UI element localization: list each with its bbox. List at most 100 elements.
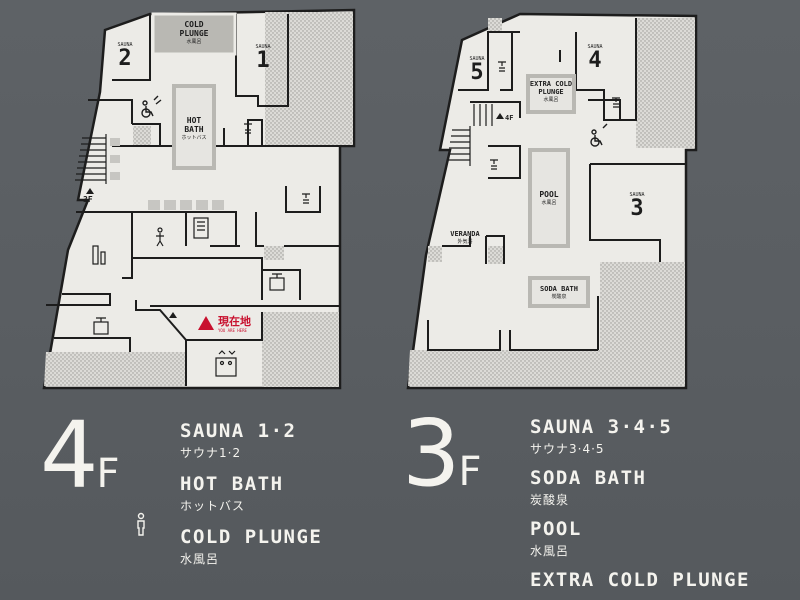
legend-4f-floor-label: 4F [40, 410, 120, 502]
map-3f-sauna3-label: SAUNA 3 [626, 192, 648, 220]
map-4f-stairs-arrow [86, 188, 94, 194]
map-4f-amenity-icon [92, 245, 106, 265]
map-3f-extra-cold-title-1: EXTRA COLD [529, 80, 573, 88]
you-are-here-jp: 現在地 [218, 315, 251, 328]
map-4f-hot-bath-title-2: BATH [184, 125, 204, 134]
map-3f-veranda-label: VERANDA 外気浴 [440, 230, 490, 246]
map-4f-vending-icon [193, 217, 209, 239]
map-3f-pool-label: POOL 水風呂 [532, 190, 566, 208]
legend-3f-item: SODA BATH 炭酸泉 [530, 467, 750, 508]
map-4f-hot-bath-jp: ホットバス [181, 135, 207, 141]
map-3f-extra-cold-title-2: PLUNGE [538, 88, 564, 96]
map-3f-hatch-mid [488, 246, 504, 264]
map-4f-sauna2-caption: SAUNA [117, 42, 133, 48]
map-4f-path-arrow [169, 312, 177, 318]
map-3f [406, 12, 698, 390]
map-3f-soda-bath-jp: 炭酸泉 [551, 294, 567, 300]
map-3f-extra-cold-label: EXTRA COLD PLUNGE 水風呂 [520, 80, 582, 104]
map-3f-stairs-arrow [496, 113, 504, 119]
map-4f-accessible-icon [141, 95, 162, 118]
map-4f-cold-plunge-title-2: PLUNGE [179, 29, 209, 38]
you-are-here-en: YOU ARE HERE [218, 328, 247, 333]
legend-3f-item-jp: サウナ3·4·5 [530, 442, 605, 456]
map-4f-cold-plunge [151, 12, 237, 56]
you-are-here-label: 現在地 YOU ARE HERE [218, 316, 251, 334]
legend-3f-floor-number: 3 [402, 400, 461, 507]
legend-3f-item-jp: 水風呂 [530, 544, 570, 558]
map-4f-sauna1-caption: SAUNA [255, 44, 271, 50]
legend-4f-item-jp: サウナ1·2 [180, 446, 242, 460]
map-3f-sauna4-number: 4 [588, 48, 602, 73]
map-4f-cold-plunge-label: COLD PLUNGE 水風呂 [160, 20, 228, 47]
map-3f-accessible-icon [590, 123, 608, 147]
map-4f-washbasin-icon [93, 273, 285, 335]
map-4f-hot-bath-title-1: HOT [186, 116, 202, 125]
legend-3f-item-en: SAUNA 3·4·5 [530, 416, 673, 438]
legend-3f-item-jp: 炭酸泉 [530, 493, 570, 507]
legend-4f-list: SAUNA 1·2 サウナ1·2 HOT BATH ホットバス COLD PLU… [180, 420, 322, 567]
legend-4f-item-jp: ホットバス [180, 499, 246, 513]
map-4f [42, 8, 356, 390]
map-3f-soda-bath-title: SODA BATH [540, 285, 578, 293]
map-4f-hatch-bottomright [262, 312, 339, 387]
map-4f-hatch-topright [265, 12, 353, 145]
legend-4f-item-en: COLD PLUNGE [180, 526, 323, 548]
legend-4f-person-icon [134, 512, 148, 536]
map-4f-elevator-icon [215, 350, 237, 377]
map-3f-veranda-title: VERANDA [450, 230, 480, 238]
map-4f-walls [46, 14, 340, 386]
legend-3f-item-en: POOL [530, 518, 582, 540]
map-4f-cold-plunge-title-1: COLD [184, 20, 204, 29]
legend-4f-item-en: SAUNA 1·2 [180, 420, 297, 442]
legend-4f-item-en: HOT BATH [180, 473, 284, 495]
you-are-here-icon [198, 316, 214, 330]
legend-4f-item: SAUNA 1·2 サウナ1·2 [180, 420, 322, 461]
map-4f-hatch-small [133, 126, 151, 146]
legend-3f-item: SAUNA 3·4·5 サウナ3·4·5 [530, 416, 750, 457]
map-4f-hot-bath-label: HOT BATH ホットバス [176, 116, 212, 143]
map-4f-hatch-bottomleft [44, 352, 186, 386]
map-3f-hatch-topright [636, 18, 695, 148]
map-3f-sauna3-caption: SAUNA [629, 192, 645, 198]
legend-3f-item: POOL 水風呂 [530, 518, 750, 559]
map-4f-hatch-door [264, 246, 284, 260]
map-3f-hatch-corner [488, 18, 502, 32]
map-4f-benches [110, 138, 224, 210]
legend-3f-item-en: EXTRA COLD PLUNGE [530, 569, 750, 591]
legend-4f-item: HOT BATH ホットバス [180, 473, 322, 514]
legend-4f-floor-suffix: F [96, 451, 120, 497]
map-3f-veranda-jp: 外気浴 [457, 239, 473, 245]
map-4f-cold-plunge-jp: 水風呂 [186, 39, 202, 45]
legend-4f-item-jp: 水風呂 [180, 552, 220, 566]
map-3f-shower-icon [490, 61, 620, 170]
map-3f-sauna5-caption: SAUNA [469, 56, 485, 62]
map-3f-walls [427, 18, 686, 351]
map-3f-hatch-left [428, 246, 442, 262]
map-3f-stairs-label: 4F [505, 114, 514, 122]
map-4f-stairs-label: 3F [83, 195, 93, 204]
legend-3f-list: SAUNA 3·4·5 サウナ3·4·5 SODA BATH 炭酸泉 POOL … [530, 416, 750, 591]
map-4f-sauna2-number: 2 [118, 46, 132, 71]
map-3f-sauna4-label: SAUNA 4 [584, 44, 606, 72]
map-4f-toilet-icon [156, 227, 164, 247]
map-4f-shower-icon [244, 123, 310, 204]
map-3f-pool-jp: 水風呂 [541, 200, 557, 206]
legend-3f-floor-suffix: F [458, 449, 482, 495]
map-3f-stairs [447, 104, 493, 166]
map-4f-sauna1-number: 1 [256, 48, 270, 73]
legend-4f-floor-number: 4 [40, 402, 99, 509]
legend-3f-item: EXTRA COLD PLUNGE [530, 569, 750, 591]
map-3f-extra-cold-jp: 水風呂 [543, 97, 559, 103]
legend-3f-floor-label: 3F [402, 408, 482, 500]
map-4f-stairs [75, 134, 107, 184]
map-3f-sauna4-caption: SAUNA [587, 44, 603, 50]
map-3f-sauna5-label: SAUNA 5 [466, 56, 488, 84]
map-4f-sauna2-label: SAUNA 2 [114, 42, 136, 70]
legend-4f-item: COLD PLUNGE 水風呂 [180, 526, 322, 567]
map-3f-sauna5-number: 5 [470, 60, 484, 85]
map-3f-pool-title: POOL [539, 190, 559, 199]
map-4f-sauna1-label: SAUNA 1 [252, 44, 274, 72]
map-3f-sauna3-number: 3 [630, 196, 644, 221]
